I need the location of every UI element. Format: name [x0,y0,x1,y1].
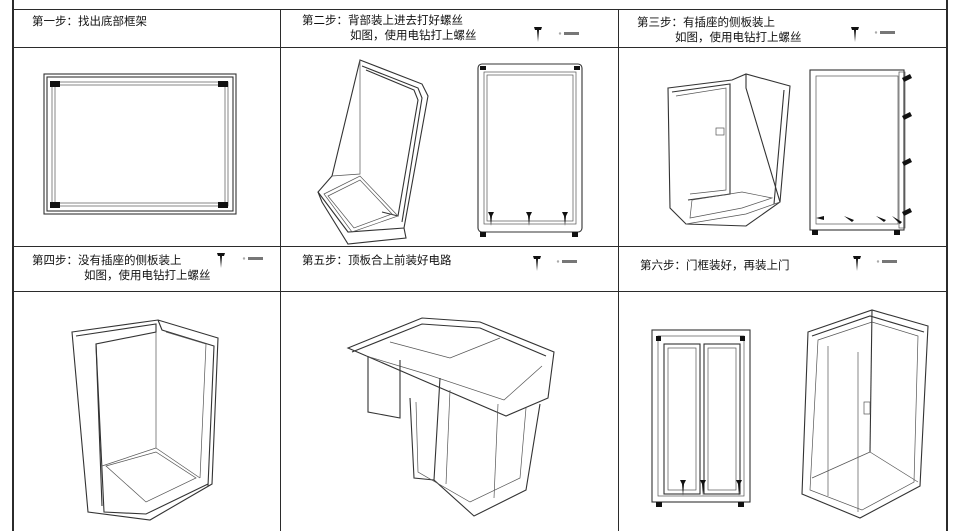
divider [12,47,948,48]
step-2-back-panel-figure [317,59,429,245]
divider [618,9,619,531]
screw-icon [853,256,861,271]
step-3-side-panel-front-figure [809,69,912,235]
step-6-line1: 第六步：门框装好，再装上门 [640,258,790,272]
screw-icon [533,256,541,271]
step-6-finished-cabin-figure [801,309,929,519]
screw-icon [851,27,859,42]
step-4-line2: 如图，使用电钻打上螺丝 [84,268,211,282]
divider [12,0,14,531]
drill-bit-icon [874,31,895,34]
divider [946,0,948,531]
drill-bit-icon [558,32,579,35]
step-2-caption: 第二步：背部装上进去打好螺丝 如图，使用电钻打上螺丝 [302,13,477,43]
step-3-line1: 第三步：有插座的侧板装上 [637,15,775,29]
step-2-line2: 如图，使用电钻打上螺丝 [350,28,477,42]
step-1-base-frame-figure [43,73,237,215]
divider [12,9,948,10]
drill-bit-icon [242,257,263,260]
step-3-line2: 如图，使用电钻打上螺丝 [675,30,802,44]
drill-bit-icon [876,260,897,263]
step-2-back-panel-front-figure [477,63,583,237]
assembly-instruction-sheet: 第一步：找出底部框架 第二步：背部装上进去打好螺丝 如图，使用电钻打上螺丝 第三… [12,0,948,531]
step-4-line1: 第四步：没有插座的侧板装上 [32,253,182,267]
divider [12,291,948,292]
drill-bit-icon [556,260,577,263]
step-2-line1: 第二步：背部装上进去打好螺丝 [302,13,463,27]
divider [280,9,281,531]
step-4-cabinet-figure [71,319,219,521]
step-3-side-panel-figure [667,73,791,227]
screw-icon [217,253,225,268]
step-6-caption: 第六步：门框装好，再装上门 [640,258,790,273]
step-1-caption: 第一步：找出底部框架 [32,14,147,29]
step-4-caption: 第四步：没有插座的侧板装上 如图，使用电钻打上螺丝 [32,253,211,283]
divider [12,246,948,247]
step-1-line1: 第一步：找出底部框架 [32,14,147,28]
step-5-caption: 第五步：顶板合上前装好电路 [302,253,452,268]
step-5-top-panel-figure [346,317,555,517]
screw-icon [534,27,542,42]
step-6-door-frame-figure [651,329,751,507]
step-3-caption: 第三步：有插座的侧板装上 如图，使用电钻打上螺丝 [637,15,802,45]
step-5-line1: 第五步：顶板合上前装好电路 [302,253,452,267]
